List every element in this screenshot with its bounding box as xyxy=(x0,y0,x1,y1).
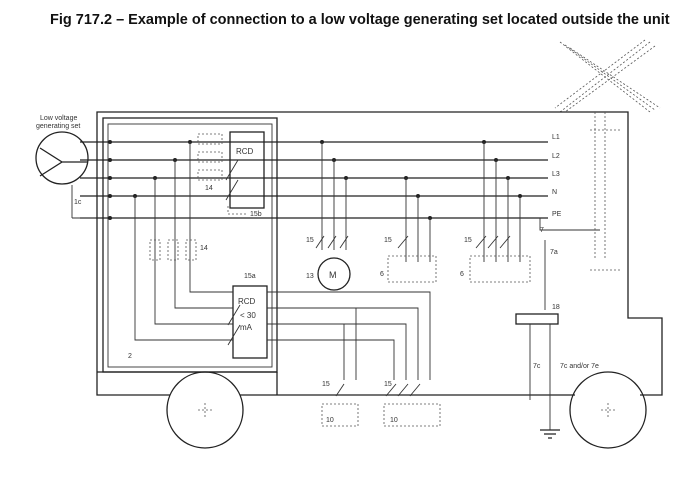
cross-mark xyxy=(554,39,661,113)
label-15-lower-left: 15 xyxy=(322,381,330,388)
rcd30-label-1: RCD xyxy=(238,297,256,306)
label-15-left: 15 xyxy=(384,237,392,244)
rcd-main: RCD 14 15b xyxy=(197,131,265,218)
rcd30-label-2: < 30 xyxy=(240,311,256,320)
generator-symbol: Low voltage generating set xyxy=(35,115,89,185)
label-7a: 7a xyxy=(550,249,558,256)
label-7: 7 xyxy=(540,227,544,234)
label-15a: 15a xyxy=(244,273,256,280)
label-15b: 15b xyxy=(250,211,262,218)
label-10-left: 10 xyxy=(326,417,334,424)
motor-label: M xyxy=(329,270,337,280)
label-N: N xyxy=(552,189,557,196)
junction-dots xyxy=(108,140,522,220)
label-14-upper: 14 xyxy=(205,185,213,192)
label-14-lower: 14 xyxy=(200,245,208,252)
socket-group-10a: 10 15 xyxy=(321,381,359,427)
socket-group-10b: 10 15 xyxy=(383,381,441,427)
label-7c-7e: 7c and/or 7e xyxy=(560,363,599,370)
label-15-right: 15 xyxy=(464,237,472,244)
rcd30-outputs xyxy=(267,291,431,380)
label-6-right: 6 xyxy=(460,271,464,278)
generator-label-line2: generating set xyxy=(36,123,80,130)
motor-circuit: M 13 15 xyxy=(306,142,351,291)
rcd-30ma: RCD < 30 mA 15a xyxy=(227,273,268,359)
busbars: L1 L2 L3 N PE 1c xyxy=(71,134,562,219)
label-L3: L3 xyxy=(552,171,560,178)
label-15-lower-right: 15 xyxy=(384,381,392,388)
socket-group-6a: 6 15 xyxy=(380,178,437,283)
label-1c: 1c xyxy=(74,199,82,206)
label-18: 18 xyxy=(552,304,560,311)
label-13: 13 xyxy=(306,273,314,280)
label-6-left: 6 xyxy=(380,271,384,278)
label-PE: PE xyxy=(552,211,562,218)
earthing: 7 7a 18 7c 7c and/or 7e xyxy=(515,112,620,439)
label-10-right: 10 xyxy=(390,417,398,424)
rcd30-label-3: mA xyxy=(240,323,253,332)
unit-body xyxy=(96,111,663,396)
generator-label-line1: Low voltage xyxy=(40,115,77,122)
rcd30-feeds: 14 2 xyxy=(128,142,233,360)
label-L1: L1 xyxy=(552,134,560,141)
label-15-motor: 15 xyxy=(306,237,314,244)
label-2: 2 xyxy=(128,353,132,360)
page-title: Fig 717.2 – Example of connection to a l… xyxy=(50,12,670,28)
wheels xyxy=(166,371,647,449)
label-7c: 7c xyxy=(533,363,541,370)
rcd-main-label: RCD xyxy=(236,147,254,156)
socket-group-6b: 6 15 xyxy=(460,142,531,283)
label-L2: L2 xyxy=(552,153,560,160)
